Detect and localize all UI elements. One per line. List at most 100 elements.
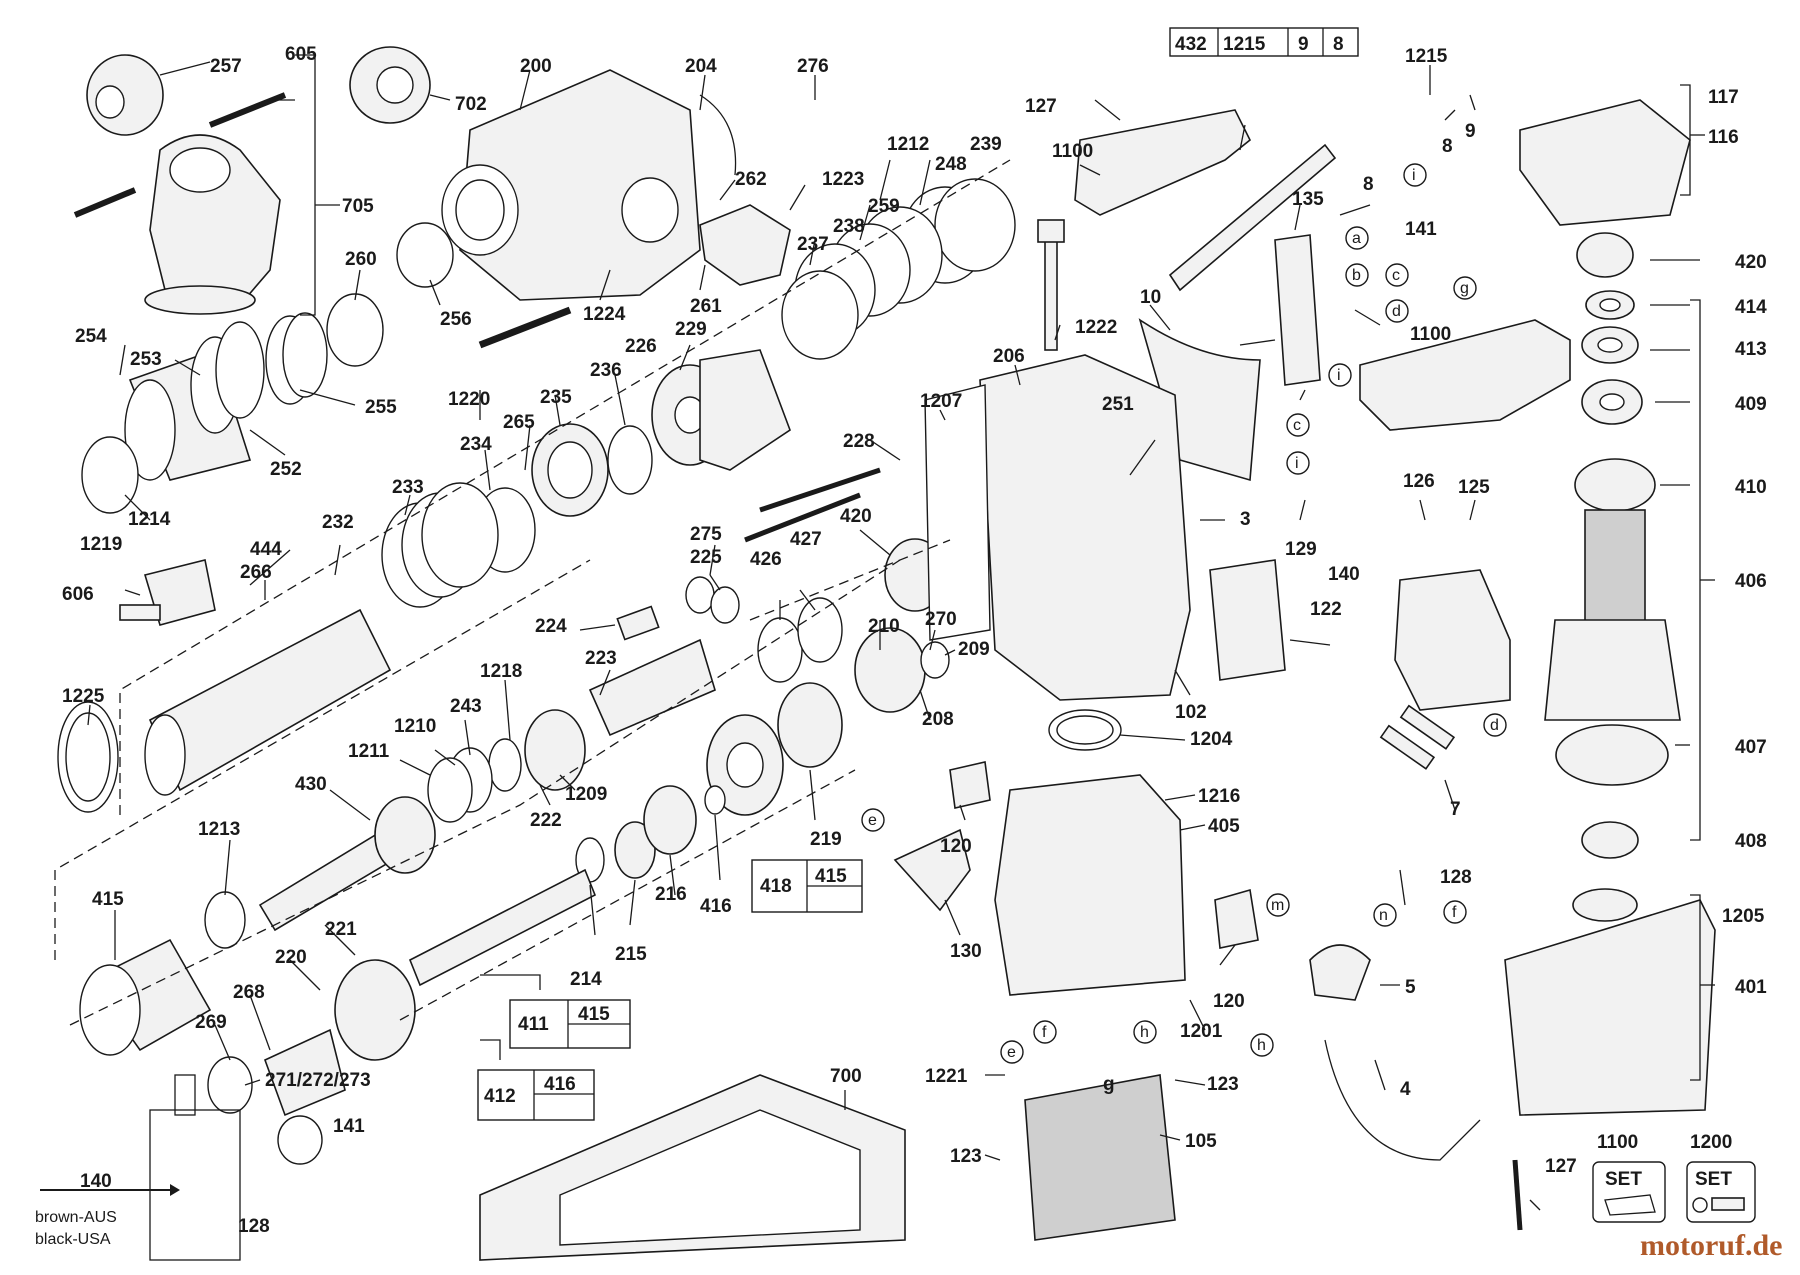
- group-box-412: 412: [484, 1086, 516, 1107]
- label-8a: 8: [1442, 136, 1453, 157]
- label-130: 130: [950, 941, 982, 962]
- label-1216: 1216: [1198, 786, 1240, 807]
- set-badges: SET SET: [1592, 1161, 1756, 1223]
- callout-b: b: [1352, 267, 1361, 284]
- label-1219: 1219: [80, 534, 122, 555]
- label-206: 206: [993, 346, 1025, 367]
- label-705: 705: [342, 196, 374, 217]
- label-254: 254: [75, 326, 107, 347]
- label-128: 128: [1440, 867, 1472, 888]
- label-9a: 9: [1465, 121, 1476, 142]
- label-269: 269: [195, 1012, 227, 1033]
- label-123a: 123: [1207, 1074, 1239, 1095]
- label-1221: 1221: [925, 1066, 968, 1087]
- label-1211: 1211: [348, 741, 390, 762]
- group-box-415c: 415: [578, 1004, 610, 1025]
- part-number-labels: 257 605 702 200 204 276 705 262 1223 121…: [62, 44, 1767, 1237]
- label-248: 248: [935, 154, 967, 175]
- label-1218: 1218: [480, 661, 522, 682]
- label-237: 237: [797, 234, 829, 255]
- label-606: 606: [62, 584, 94, 605]
- label-420: 420: [1735, 252, 1767, 273]
- label-1100a: 1100: [1052, 141, 1093, 162]
- label-1207: 1207: [920, 391, 962, 412]
- label-141b: 141: [333, 1116, 365, 1137]
- label-275: 275: [690, 524, 722, 545]
- label-266: 266: [240, 562, 272, 583]
- label-7: 7: [1450, 799, 1461, 820]
- label-256: 256: [440, 309, 472, 330]
- label-420a: 420: [840, 506, 872, 527]
- label-125: 125: [1458, 477, 1490, 498]
- label-1210: 1210: [394, 716, 436, 737]
- connection-callouts: a b c d i g i c i d f m n e f e h h g: [861, 163, 1507, 1095]
- label-1205: 1205: [1722, 906, 1765, 927]
- label-265: 265: [503, 412, 535, 433]
- label-226: 226: [625, 336, 657, 357]
- label-270: 270: [925, 609, 957, 630]
- label-1204: 1204: [1190, 729, 1233, 750]
- label-413: 413: [1735, 339, 1767, 360]
- label-8b: 8: [1363, 174, 1374, 195]
- label-234: 234: [460, 434, 492, 455]
- label-123b: 123: [950, 1146, 982, 1167]
- label-222: 222: [530, 810, 562, 831]
- label-260: 260: [345, 249, 377, 270]
- callout-i3: i: [1295, 455, 1299, 472]
- label-1223: 1223: [822, 169, 864, 190]
- label-120b: 120: [1213, 991, 1245, 1012]
- label-1224: 1224: [583, 304, 626, 325]
- label-219: 219: [810, 829, 842, 850]
- label-1100b: 1100: [1410, 324, 1451, 345]
- wiring-note-brown: brown-AUS: [35, 1209, 117, 1226]
- label-216: 216: [655, 884, 687, 905]
- callout-d: d: [1392, 303, 1401, 320]
- label-105: 105: [1185, 1131, 1217, 1152]
- callout-e1: e: [868, 812, 877, 829]
- label-5: 5: [1405, 977, 1416, 998]
- set-badge-1200: SET: [1695, 1169, 1732, 1190]
- label-1225: 1225: [62, 686, 105, 707]
- label-117: 117: [1708, 87, 1739, 108]
- label-209: 209: [958, 639, 990, 660]
- label-236: 236: [590, 360, 622, 381]
- header-box-1215: 1215: [1223, 34, 1266, 55]
- label-700: 700: [830, 1066, 862, 1087]
- callout-h2: h: [1257, 1037, 1266, 1054]
- label-116: 116: [1708, 127, 1739, 148]
- label-1222: 1222: [1075, 317, 1117, 338]
- callout-d2: d: [1490, 717, 1499, 734]
- leader-lines: [54, 54, 1715, 1211]
- label-255: 255: [365, 397, 397, 418]
- label-1201: 1201: [1180, 1021, 1223, 1042]
- callout-e2: e: [1007, 1044, 1016, 1061]
- label-426: 426: [750, 549, 782, 570]
- label-220: 220: [275, 947, 307, 968]
- label-427: 427: [790, 529, 822, 550]
- label-405: 405: [1208, 816, 1240, 837]
- label-221: 221: [325, 919, 357, 940]
- label-252: 252: [270, 459, 302, 480]
- label-126: 126: [1403, 471, 1435, 492]
- callout-n: n: [1379, 907, 1388, 924]
- label-140b: 140: [80, 1171, 112, 1192]
- header-box-8: 8: [1333, 34, 1344, 55]
- label-415a: 415: [92, 889, 124, 910]
- label-276: 276: [797, 56, 829, 77]
- wiring-note-black: black-USA: [35, 1231, 111, 1248]
- label-1220: 1220: [448, 389, 490, 410]
- callout-g2: g: [1103, 1074, 1115, 1095]
- callout-f1: f: [1452, 904, 1457, 921]
- label-235: 235: [540, 387, 572, 408]
- label-605: 605: [285, 44, 317, 65]
- label-122: 122: [1310, 599, 1342, 620]
- label-10: 10: [1140, 287, 1161, 308]
- group-box-416b: 416: [544, 1074, 576, 1095]
- label-135: 135: [1292, 189, 1324, 210]
- label-214: 214: [570, 969, 602, 990]
- label-239: 239: [970, 134, 1002, 155]
- label-215: 215: [615, 944, 647, 965]
- callout-f2: f: [1042, 1024, 1047, 1041]
- label-224: 224: [535, 616, 567, 637]
- label-4: 4: [1400, 1079, 1411, 1100]
